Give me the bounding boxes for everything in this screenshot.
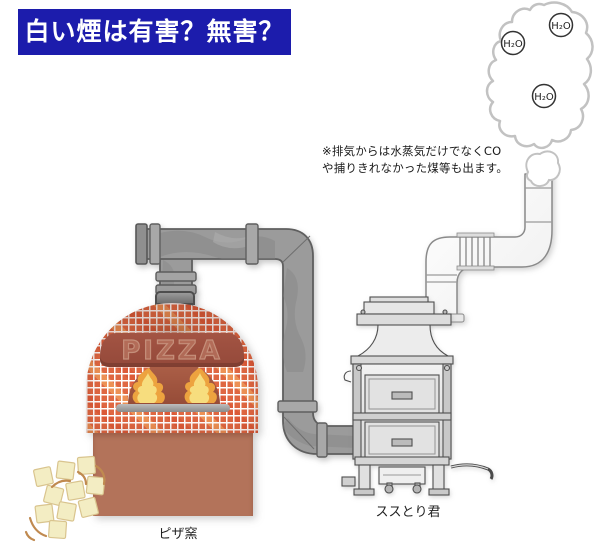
oven-flames [132, 366, 217, 403]
oven-base [93, 433, 253, 516]
duct-flange [149, 223, 161, 265]
steam-cloud: H₂O H₂O H₂O [485, 1, 594, 150]
flame-icon [132, 366, 165, 403]
caster-wheel [384, 484, 394, 494]
h2o-molecule: H₂O [500, 30, 526, 56]
collector-handle [450, 463, 494, 480]
h2o-label: H₂O [503, 39, 523, 50]
pizza-oven: PIZZA [86, 288, 258, 516]
oven-awning: PIZZA [100, 333, 244, 367]
duct-flange [277, 400, 318, 413]
exhaust-duct [419, 173, 553, 323]
pizza-oven-label: ピザ窯 [158, 527, 198, 542]
oven-shelf [116, 404, 230, 412]
title-banner: 白い煙は有害？無害？ [18, 9, 291, 55]
h2o-label: H₂O [534, 92, 554, 103]
duct-flange [245, 223, 259, 265]
oven-opening [128, 362, 220, 404]
steam-puff [525, 150, 561, 188]
riser-ring [155, 271, 197, 282]
oven-sign: PIZZA [121, 335, 223, 366]
annotation-note: ※排気からは水蒸気だけでなくCO や捕りきれなかった煤等も出ます。 [322, 143, 532, 178]
h2o-molecule: H₂O [548, 12, 574, 38]
duct-end-cap [135, 223, 148, 265]
collector-top-flange [356, 313, 452, 326]
cloud-outline [485, 1, 594, 150]
annotation-line: ※排気からは水蒸気だけでなくCO [322, 144, 502, 158]
soot-collector-label: ススとり君 [375, 505, 441, 520]
exhaust-duct-run [425, 173, 553, 319]
h2o-label: H₂O [551, 21, 571, 32]
duct-flange [316, 422, 328, 458]
flame-icon [184, 366, 217, 403]
collector-top-box [363, 301, 435, 315]
annotation-line: や捕りきれなかった煤等も出ます。 [322, 161, 509, 176]
collector-leg [432, 464, 445, 493]
collector-leg [358, 464, 371, 493]
soot-collector [341, 296, 494, 496]
h2o-molecule: H₂O [531, 83, 557, 109]
caster-wheel [412, 484, 422, 494]
